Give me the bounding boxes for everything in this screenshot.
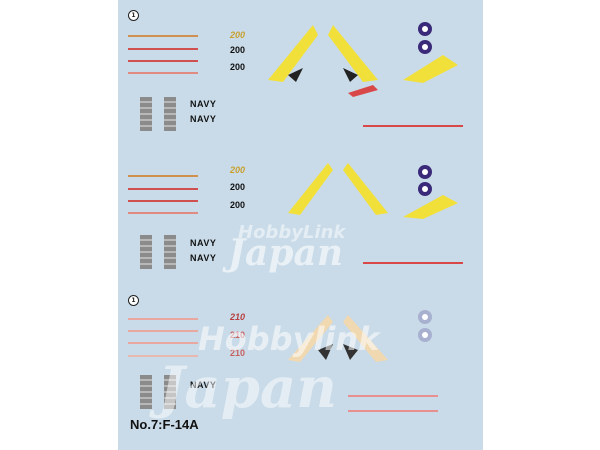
modex-number: 210 [230, 348, 246, 358]
decal-strip [128, 355, 198, 357]
red-arrow-decal [348, 85, 378, 97]
decal-sheet: 1 NAVY NAVY 200 200 200 NAVY NAVY 200 20… [118, 0, 483, 450]
gray-stripe-decal [140, 97, 152, 131]
modex-number: 210 [230, 330, 246, 340]
gray-stripe-decal [164, 97, 176, 131]
decal-number-marker: 1 [128, 10, 139, 21]
red-line-decal [348, 395, 438, 397]
decal-strip [128, 48, 198, 50]
gray-stripe-decal [140, 235, 152, 269]
gray-stripe-decal [164, 375, 176, 409]
roundel-decal [418, 22, 432, 36]
watermark-logo: HobbyLink [238, 222, 346, 243]
roundel-decal [418, 182, 432, 196]
red-line-decal [348, 410, 438, 412]
navy-label: NAVY [190, 380, 217, 390]
navy-label: NAVY [190, 99, 217, 109]
gray-stripe-decal [140, 375, 152, 409]
roundel-decal [418, 40, 432, 54]
navy-label: NAVY [190, 238, 217, 248]
yellow-wing-decal [403, 55, 458, 83]
roundel-decal [418, 328, 432, 342]
modex-number: 200 [230, 30, 246, 40]
navy-label: NAVY [190, 253, 217, 263]
roundel-decal [418, 165, 432, 179]
decal-strip [128, 330, 198, 332]
modex-number: 200 [230, 165, 246, 175]
decal-strip [128, 35, 198, 37]
modex-number: 200 [230, 62, 246, 72]
decal-strip [128, 342, 198, 344]
pale-tail-fin-decal [288, 315, 388, 362]
red-line-decal [363, 262, 463, 264]
decal-number-marker: 1 [128, 295, 139, 306]
modex-number: 200 [230, 200, 246, 210]
decal-strip [128, 318, 198, 320]
modex-number: 210 [230, 312, 246, 322]
decal-strip [128, 200, 198, 202]
modex-number: 200 [230, 182, 246, 192]
red-line-decal [363, 125, 463, 127]
watermark-logo: Japan [228, 232, 344, 274]
decal-strip [128, 188, 198, 190]
decal-strip [128, 175, 198, 177]
gray-stripe-decal [164, 235, 176, 269]
yellow-tail-fin-decal [288, 163, 388, 215]
sheet-caption: No.7:F-14A [130, 417, 199, 432]
modex-number: 200 [230, 45, 246, 55]
navy-label: NAVY [190, 114, 217, 124]
decal-strip [128, 212, 198, 214]
yellow-tail-fin-decal [268, 25, 378, 82]
yellow-wing-decal [403, 195, 458, 219]
decal-strip [128, 60, 198, 62]
decal-strip [128, 72, 198, 74]
roundel-decal [418, 310, 432, 324]
